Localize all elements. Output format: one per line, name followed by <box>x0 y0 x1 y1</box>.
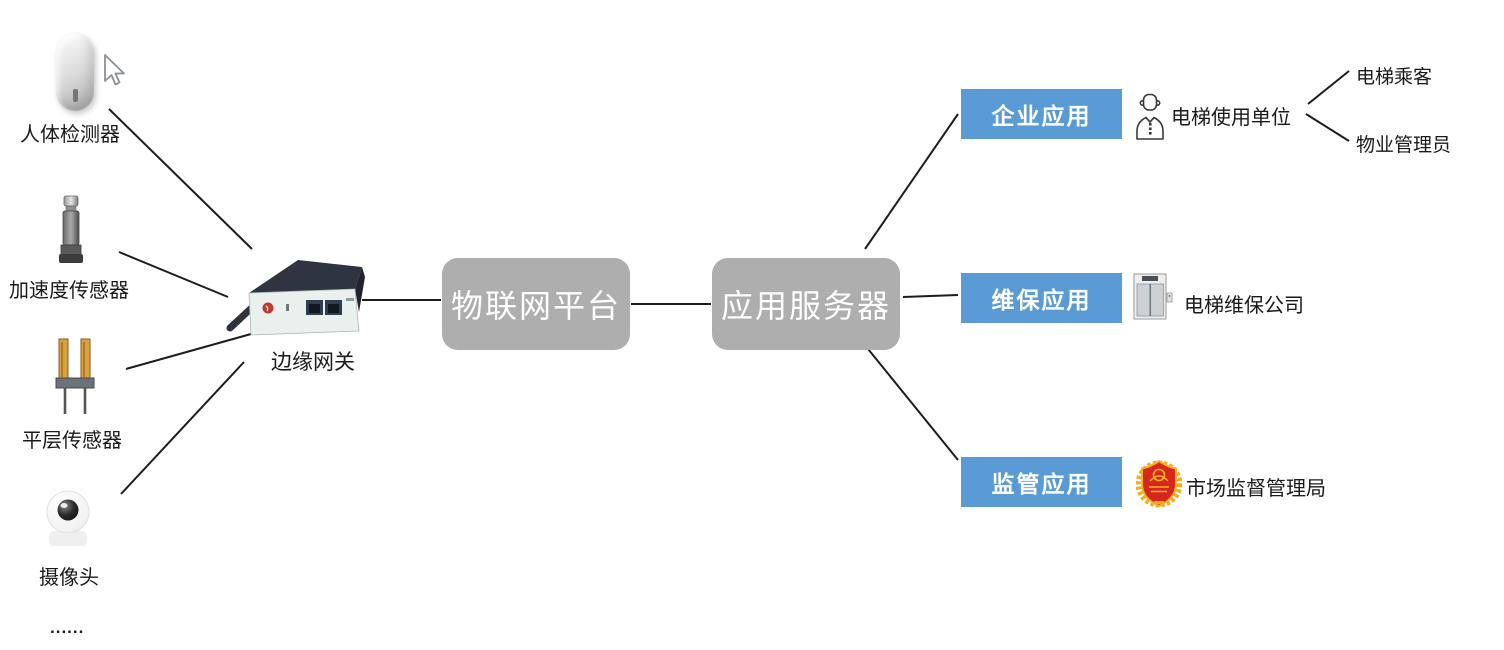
iot-platform-node: 物联网平台 <box>442 258 630 350</box>
regulator-badge-icon <box>1136 459 1182 508</box>
user-label: 物业管理员 <box>1356 135 1452 156</box>
org-label: 市场监督管理局 <box>1186 478 1326 500</box>
connector-line <box>1305 113 1350 142</box>
sensor-label: 加速度传感器 <box>9 280 129 302</box>
org-label: 电梯使用单位 <box>1171 107 1291 129</box>
supervision-app-box: 监管应用 <box>961 457 1122 507</box>
elevator-icon <box>1133 273 1173 320</box>
org-label: 电梯维保公司 <box>1184 295 1304 317</box>
sensor-label: 人体检测器 <box>20 124 120 146</box>
connector-line <box>902 294 959 298</box>
connector-line <box>864 113 959 250</box>
leveling-sensor-icon <box>55 338 95 414</box>
camera-icon <box>46 490 90 546</box>
sensor-label: 平层传感器 <box>22 430 122 452</box>
app-server-node: 应用服务器 <box>712 258 900 350</box>
user-label: 电梯乘客 <box>1356 67 1433 88</box>
gateway-label: 边缘网关 <box>271 351 355 374</box>
human-detector-icon <box>56 33 94 111</box>
enterprise-app-box: 企业应用 <box>961 89 1122 139</box>
edge-gateway-icon <box>226 260 365 336</box>
accelerometer-icon <box>59 195 83 263</box>
sensor-label: 摄像头 <box>39 567 99 589</box>
connector-line <box>1307 70 1350 105</box>
maintenance-app-box: 维保应用 <box>961 273 1122 323</box>
connector-line <box>863 343 959 461</box>
more-sensors-ellipsis: ...... <box>50 618 85 637</box>
mouse-cursor-icon <box>104 54 125 86</box>
connector-line <box>118 251 229 298</box>
business-user-icon <box>1136 93 1164 140</box>
connector-line <box>120 361 245 495</box>
connector-line <box>108 108 253 250</box>
